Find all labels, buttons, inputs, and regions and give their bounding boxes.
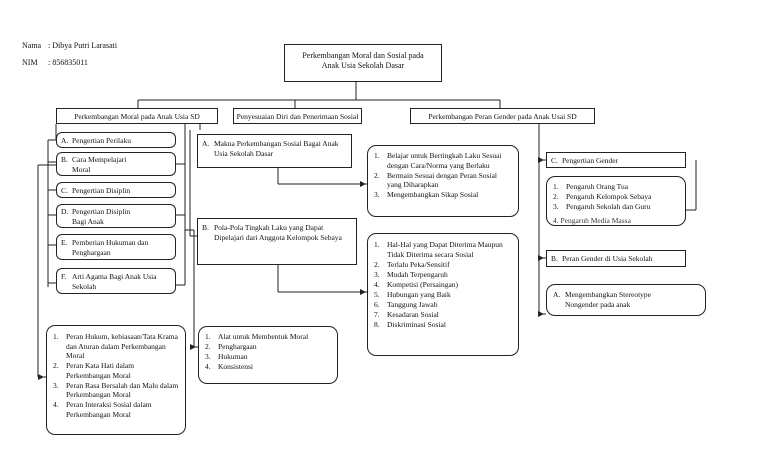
peran-list-box: 1.Peran Hukum, kebiasaan/Tata Krama dan … xyxy=(46,325,186,435)
sosial-item-a: A. Makna Perkembangan Sosial Bagai Anak … xyxy=(197,134,352,168)
moral-item-a: A.Pengertian Perilaku xyxy=(56,132,176,148)
list-item: 4.Peran Interaksi Sosial dalam Perkemban… xyxy=(53,400,152,419)
moral-item-a-text: Pengertian Perilaku xyxy=(72,136,131,145)
moral-item-c-text: Pengertian Disiplin xyxy=(72,186,131,195)
gender-item-c: C.Pengertian Gender xyxy=(546,152,686,168)
sosial-list-b-box: 1.Hal-Hal yang Dapat Diterima Maupun Tid… xyxy=(367,233,519,356)
sosial-item-b-text: Pola-Pola Tingkah Laku yang Dapat Dipela… xyxy=(214,223,342,242)
gender-item-a: A. Mengembangkan Stereotype Nongender pa… xyxy=(546,284,706,316)
gender-item-a-text: Mengembangkan Stereotype Nongender pada … xyxy=(565,290,652,309)
moral-item-f: F.Arti Agama Bagi Anak Usia Sekolah xyxy=(56,268,176,294)
branch-gender-title: Perkembangan Peran Gender pada Anak Usai… xyxy=(428,112,577,121)
list-item: 1.Alat untuk Membentuk Moral xyxy=(205,332,309,341)
list-item: 3.Mengembangkan Sikap Sosial xyxy=(374,190,479,199)
list-item: 5.Hubungan yang Baik xyxy=(374,289,451,299)
sosial-item-b: B. Pola-Pola Tingkah Laku yang Dapat Dip… xyxy=(197,218,357,265)
name-label: Nama xyxy=(22,41,42,50)
nim-label: NIM xyxy=(22,58,38,67)
list-item: 2.Peran Kata Hati dalam Perkembangan Mor… xyxy=(53,361,135,380)
moral-item-b: B.Cara Mempelajari Moral xyxy=(56,152,176,176)
sosial-list-a-box: 1.Belajar untuk Bertingkah Laku Sesuai d… xyxy=(367,145,519,217)
list-item: 3.Peran Rasa Bersalah dan Malu dalam Per… xyxy=(53,380,179,400)
moral-item-f-text: Arti Agama Bagi Anak Usia Sekolah xyxy=(72,272,157,291)
list-item: 2.Bermain Sesuai dengan Peran Sosial yan… xyxy=(374,170,497,190)
list-item: 8.Diskriminasi Sosial xyxy=(374,319,446,329)
name-value: : Dibya Putri Larasati xyxy=(48,41,118,50)
gender-item-c-text: Pengertian Gender xyxy=(562,156,619,165)
moral-item-b-text: Cara Mempelajari Moral xyxy=(72,155,127,174)
list-item: 2.Pengaruh Kelompok Sebaya xyxy=(553,192,652,201)
root-topic-box: Perkembangan Moral dan Sosial pada Anak … xyxy=(284,44,442,82)
list-item: 1.Belajar untuk Bertingkah Laku Sesuai d… xyxy=(374,151,502,170)
branch-sosial-title: Penyesuaian Diri dan Penerimaan Sosial xyxy=(236,112,359,121)
list-item: 7.Kesadaran Sosial xyxy=(374,309,439,319)
list-item: 4.Konsistensi xyxy=(205,362,254,371)
root-topic-title: Perkembangan Moral dan Sosial pada Anak … xyxy=(302,51,424,70)
branch-moral-title: Perkembangan Moral pada Anak Usia SD xyxy=(74,112,200,121)
gender-item-b: B.Peran Gender di Usia Sekolah xyxy=(546,250,686,267)
moral-item-d: D.Pengertian Disiplin Bagi Anak xyxy=(56,204,176,228)
list-item: 1.Pengaruh Orang Tua xyxy=(553,182,629,191)
branch-sosial-box: Penyesuaian Diri dan Penerimaan Sosial xyxy=(233,108,362,124)
list-item: 3.Pengaruh Sekolah dan Guru xyxy=(553,202,651,211)
moral-item-d-text: Pengertian Disiplin Bagi Anak xyxy=(72,207,131,226)
list-item: 4.Kompetisi (Persaingan) xyxy=(374,279,459,289)
list-item: 3.Mudah Terpengaruh xyxy=(374,269,448,279)
sosial-item-a-text: Makna Perkembangan Sosial Bagai Anak Usi… xyxy=(214,139,339,158)
list-item: 2.Terlalu Peka/Sensitif xyxy=(374,259,450,269)
overlap-text: 4. Pengaruh Media Massa xyxy=(553,216,631,225)
gender-item-b-text: Peran Gender di Usia Sekolah xyxy=(562,254,653,263)
pengaruh-list-box: 1.Pengaruh Orang Tua 2.Pengaruh Kelompok… xyxy=(546,176,686,226)
list-item: 1.Peran Hukum, kebiasaan/Tata Krama dan … xyxy=(53,332,178,360)
list-item: 6.Tanggung Jawab xyxy=(374,299,438,309)
branch-gender-box: Perkembangan Peran Gender pada Anak Usai… xyxy=(410,108,595,124)
alat-list-box: 1.Alat untuk Membentuk Moral 2.Pengharga… xyxy=(198,326,338,384)
branch-moral-box: Perkembangan Moral pada Anak Usia SD xyxy=(56,108,218,124)
nim-value: : 856835011 xyxy=(48,58,88,67)
moral-item-e-text: Pemberian Hukuman dan Penghargaan xyxy=(72,238,149,257)
list-item: 1.Hal-Hal yang Dapat Diterima Maupun Tid… xyxy=(374,240,503,259)
list-item: 3.Hukuman xyxy=(205,352,248,361)
moral-item-e: E.Pemberian Hukuman dan Penghargaan xyxy=(56,234,176,260)
list-item: 2.Penghargaan xyxy=(205,342,257,351)
moral-item-c: C.Pengertian Disiplin xyxy=(56,182,176,198)
